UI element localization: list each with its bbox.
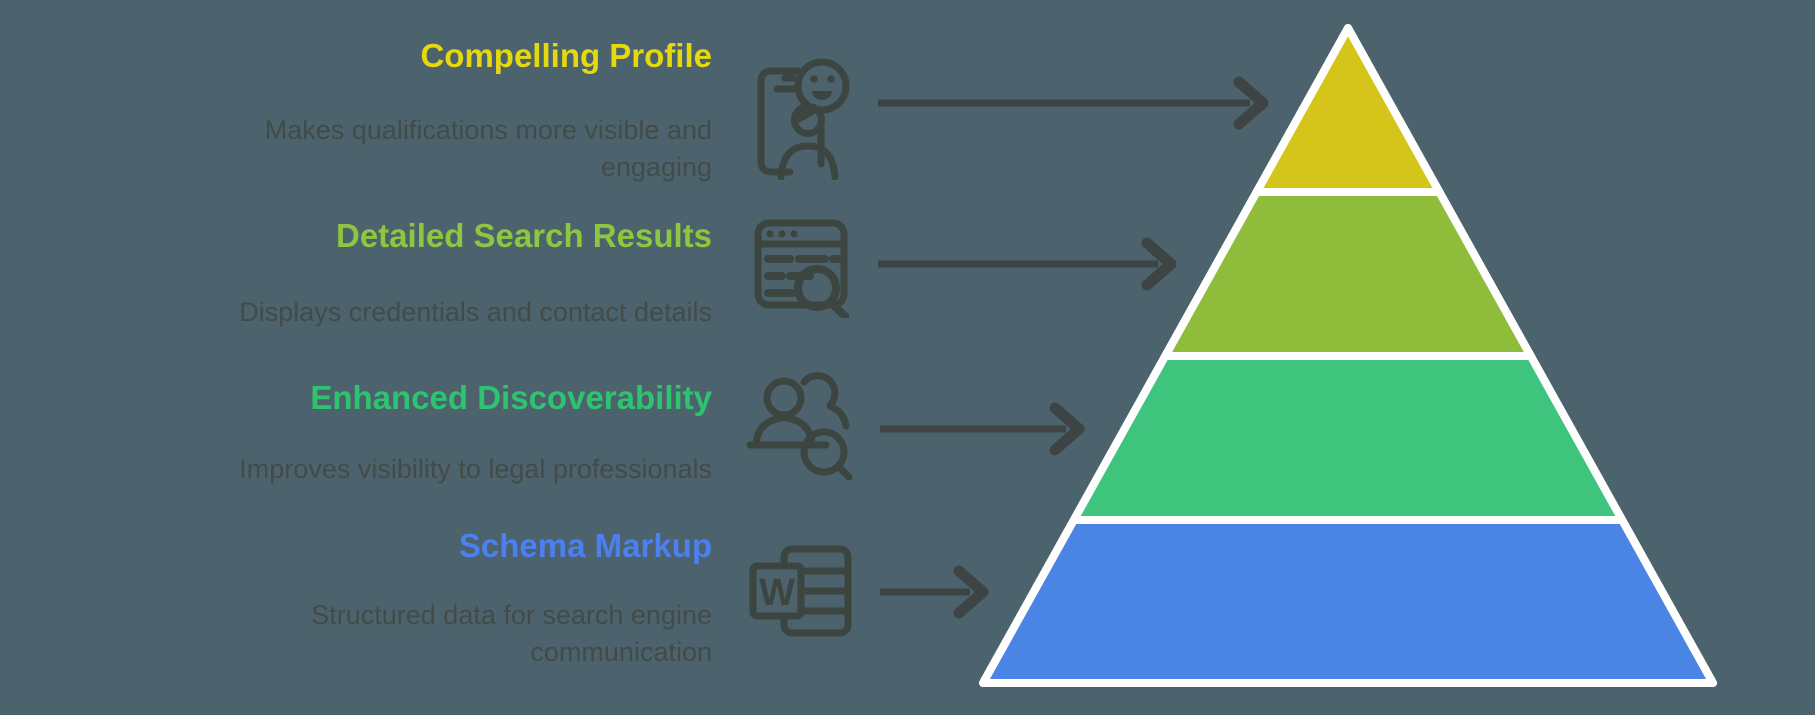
level-1-description: Makes qualifications more visible and en… bbox=[264, 115, 712, 182]
pyramid bbox=[979, 24, 1717, 687]
users-search-icon bbox=[746, 372, 852, 480]
arrow-3-icon bbox=[880, 402, 1085, 456]
arrow-4-icon bbox=[880, 565, 989, 619]
word-document-icon: W bbox=[749, 545, 852, 637]
profile-card-smiley-icon bbox=[757, 58, 850, 180]
pyramid-outline bbox=[979, 24, 1717, 687]
browser-search-icon bbox=[754, 219, 849, 318]
arrows bbox=[878, 76, 1269, 619]
pyramid-level-2 bbox=[1161, 188, 1535, 360]
level-2-description: Displays credentials and contact details bbox=[239, 297, 712, 327]
level-3-description: Improves visibility to legal professiona… bbox=[239, 454, 712, 484]
arrow-1-icon bbox=[878, 76, 1269, 130]
pyramid-level-1 bbox=[1252, 24, 1444, 196]
pyramid-level-4 bbox=[979, 516, 1717, 687]
arrow-2-icon bbox=[878, 237, 1177, 291]
word-letter: W bbox=[759, 572, 795, 614]
level-3-title: Enhanced Discoverability bbox=[310, 379, 712, 416]
level-4-description: Structured data for search engine commun… bbox=[311, 600, 712, 667]
level-2-title: Detailed Search Results bbox=[336, 217, 712, 254]
level-1-title: Compelling Profile bbox=[420, 37, 712, 74]
level-4-title: Schema Markup bbox=[458, 527, 712, 564]
